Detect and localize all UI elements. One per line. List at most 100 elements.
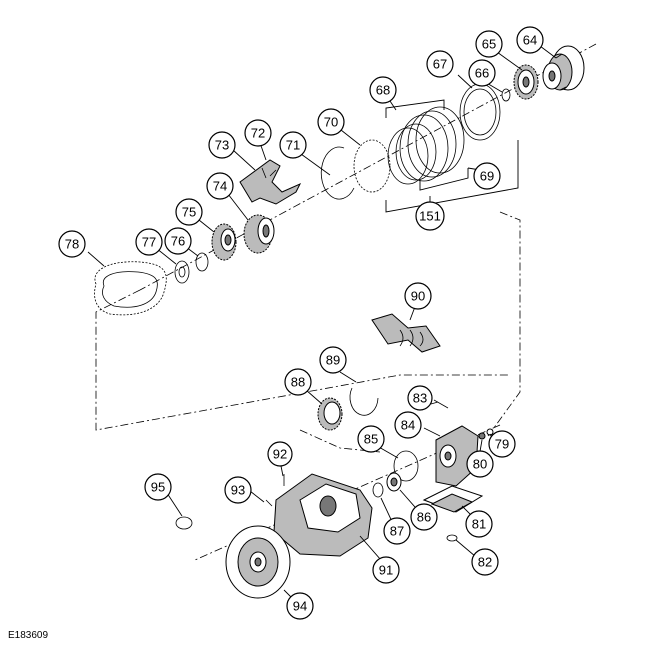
callout-label: 79	[495, 437, 509, 452]
callout-label: 94	[293, 599, 307, 614]
callout-label: 95	[151, 480, 165, 495]
callout-89: 89	[319, 346, 347, 374]
part-72-73-shift-fork	[239, 159, 302, 205]
part-83-bolt	[433, 399, 449, 409]
callout-64: 64	[516, 26, 544, 54]
callout-76: 76	[164, 227, 192, 255]
callout-label: 93	[231, 483, 245, 498]
callout-87: 87	[383, 517, 411, 545]
callout-93: 93	[224, 476, 252, 504]
callout-label: 92	[273, 447, 287, 462]
assembly-axes	[95, 43, 597, 561]
callout-91: 91	[372, 556, 400, 584]
part-84-front-cover	[435, 425, 479, 487]
part-79-80-plug-seal	[478, 428, 494, 440]
callout-label: 69	[480, 169, 494, 184]
callout-90: 90	[404, 282, 432, 310]
callout-82: 82	[471, 548, 499, 576]
callout-79: 79	[488, 430, 516, 458]
callout-label: 67	[433, 57, 447, 72]
callout-label: 80	[473, 457, 487, 472]
callout-label: 83	[413, 391, 427, 406]
callout-label: 84	[401, 418, 415, 433]
part-66-snap-ring	[501, 88, 511, 102]
upper-to-lower-connector	[95, 289, 510, 431]
callout-label: 71	[286, 138, 300, 153]
part-86-seal	[386, 472, 402, 492]
part-92-93-fasteners	[265, 474, 285, 507]
part-74-drive-sprocket	[243, 214, 275, 254]
callout-95: 95	[144, 473, 172, 501]
callout-label: 66	[475, 66, 489, 81]
part-91-transmission-case	[273, 473, 373, 557]
callout-69: 69	[473, 162, 501, 190]
callout-label: 86	[417, 510, 431, 525]
callout-77: 77	[135, 228, 163, 256]
figure-code: E183609	[8, 630, 49, 641]
part-87-snap-ring	[372, 482, 384, 498]
callout-label: 76	[171, 234, 185, 249]
bracket-69	[419, 168, 469, 191]
callout-73: 73	[208, 131, 236, 159]
callout-75: 75	[175, 198, 203, 226]
callout-151: 151	[415, 201, 445, 231]
part-94-torque-converter	[225, 525, 291, 599]
callout-65: 65	[475, 30, 503, 58]
callout-85: 85	[357, 425, 385, 453]
part-82-gasket	[446, 534, 458, 542]
callout-label: 88	[291, 375, 305, 390]
right-connector	[487, 211, 521, 437]
part-76-snap-ring	[195, 252, 209, 272]
callout-label: 64	[523, 33, 537, 48]
callout-66: 66	[468, 59, 496, 87]
callout-70: 70	[317, 108, 345, 136]
callout-78: 78	[58, 230, 86, 258]
part-71-retaining-ring	[320, 146, 355, 200]
part-77-thrust-washer	[174, 260, 190, 284]
callout-label: 74	[213, 179, 227, 194]
callout-label: 81	[472, 517, 486, 532]
callout-label: 89	[326, 353, 340, 368]
part-81-oil-pan	[422, 485, 484, 513]
callout-label: 78	[65, 237, 79, 252]
callout-84: 84	[394, 411, 422, 439]
bracket-68	[385, 99, 445, 118]
callout-label: 75	[182, 205, 196, 220]
part-85-o-ring	[393, 450, 419, 482]
callout-label: 85	[364, 432, 378, 447]
part-65-gear	[513, 64, 539, 100]
callout-label: 82	[478, 555, 492, 570]
callout-83: 83	[407, 385, 433, 411]
part-88-ring-gear	[317, 397, 343, 431]
callout-68: 68	[369, 76, 397, 104]
callout-92: 92	[267, 441, 293, 467]
bracket-151	[385, 140, 519, 213]
callout-81: 81	[465, 510, 493, 538]
part-70-reaction-plate	[353, 139, 391, 193]
callout-label: 77	[142, 235, 156, 250]
callout-88: 88	[284, 368, 312, 396]
part-67-pressure-plate	[459, 83, 501, 141]
part-78-drive-chain	[94, 261, 167, 316]
callout-72: 72	[244, 119, 272, 147]
callout-label: 91	[379, 563, 393, 578]
callout-86: 86	[410, 503, 438, 531]
part-90-shift-fork-lower	[371, 313, 441, 353]
callout-label: 68	[376, 83, 390, 98]
callout-label: 90	[411, 289, 425, 304]
callout-71: 71	[279, 131, 307, 159]
part-64-shaft-assembly	[542, 45, 585, 91]
part-68-clutch-plates	[387, 106, 465, 185]
callout-label: 87	[390, 524, 404, 539]
part-95-seal	[175, 516, 193, 530]
callout-67: 67	[426, 50, 454, 78]
callout-label: 72	[251, 126, 265, 141]
callout-80: 80	[466, 450, 494, 478]
callout-label: 151	[419, 209, 441, 224]
callout-94: 94	[286, 592, 314, 620]
callout-label: 73	[215, 138, 229, 153]
callout-74: 74	[206, 172, 234, 200]
callout-label: 65	[482, 37, 496, 52]
